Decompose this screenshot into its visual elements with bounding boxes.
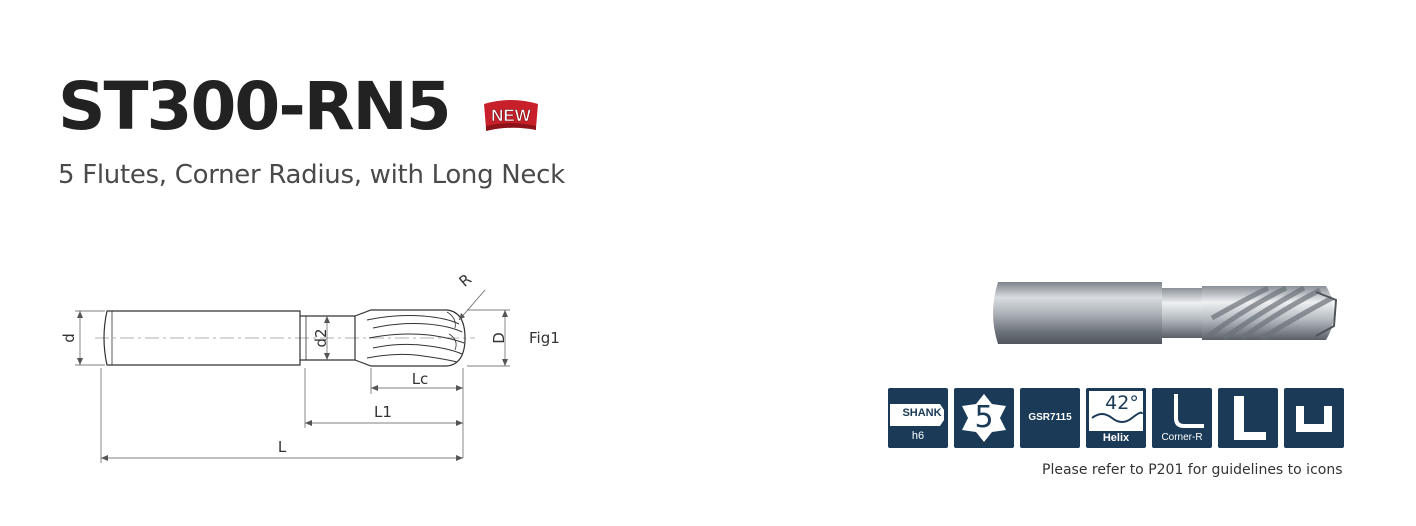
dim-L-label: L — [278, 438, 287, 456]
corner-radius-label: Corner-R — [1161, 432, 1203, 443]
flutes-icon: 5 — [954, 388, 1014, 448]
dim-D-label: D — [490, 332, 508, 344]
shank-h6-icon: SHANK h6 — [888, 388, 948, 448]
grade-label: GSR7115 — [1028, 412, 1072, 423]
end-mill-image — [993, 282, 1338, 344]
dim-Lc-label: Lc — [412, 370, 429, 388]
new-badge-label: NEW — [491, 106, 532, 125]
icon-guideline-note: Please refer to P201 for guidelines to i… — [1042, 462, 1343, 478]
helix-angle: 42° — [1105, 392, 1139, 414]
figure-label: Fig1 — [529, 329, 560, 347]
product-subtitle: 5 Flutes, Corner Radius, with Long Neck — [58, 160, 565, 190]
long-neck-icon — [1218, 388, 1278, 448]
corner-radius-icon: Corner-R — [1152, 388, 1212, 448]
dim-d2-label: d2 — [312, 328, 330, 347]
technical-drawing: d d2 D R Fig1 Lc L1 L — [60, 270, 560, 463]
grade-icon: GSR7115 — [1020, 388, 1080, 448]
slot-icon — [1284, 388, 1344, 448]
new-badge: NEW — [480, 98, 542, 134]
product-title: ST300-RN5 — [58, 68, 452, 145]
dim-L1-label: L1 — [374, 403, 392, 421]
shank-tolerance-label: h6 — [911, 430, 925, 442]
helix-label: Helix — [1102, 432, 1130, 444]
flutes-count: 5 — [974, 400, 994, 435]
helix-icon: 42° Helix — [1086, 388, 1146, 448]
shank-label: SHANK — [902, 407, 942, 419]
dim-R-label: R — [456, 270, 476, 290]
dim-d-label: d — [60, 333, 78, 343]
